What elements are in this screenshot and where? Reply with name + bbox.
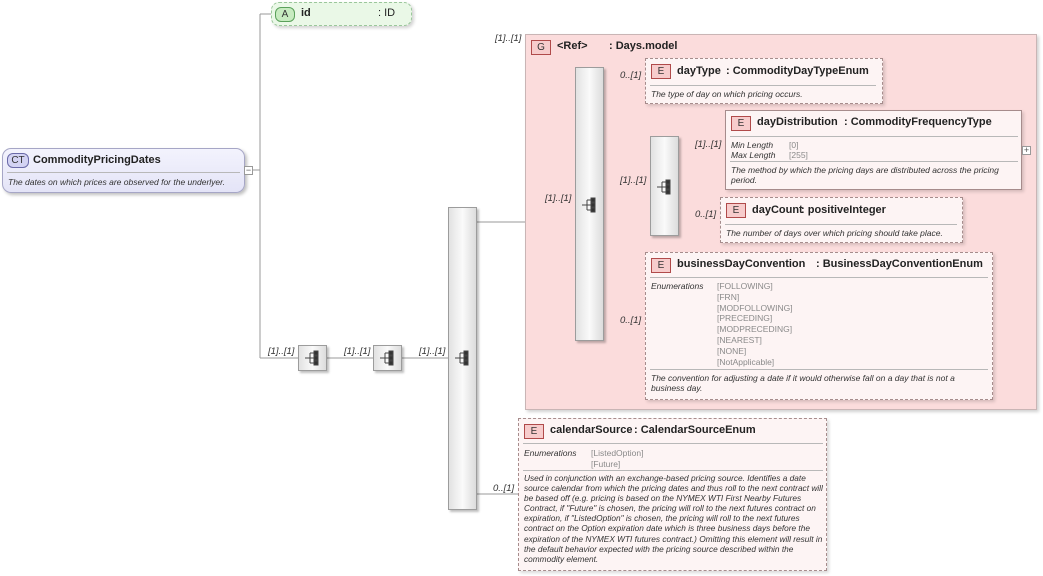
facet-max-length-value: [255] bbox=[789, 150, 808, 160]
complex-type-tag: CT bbox=[7, 153, 29, 168]
sequence-compositor-1[interactable] bbox=[298, 345, 327, 371]
element-business-day-convention[interactable]: E businessDayConvention : BusinessDayCon… bbox=[645, 252, 993, 400]
enum-value: [MODFOLLOWING] bbox=[717, 302, 793, 313]
enum-value: [ListedOption] bbox=[591, 448, 644, 458]
divider bbox=[650, 85, 876, 86]
complex-type-box[interactable]: CT CommodityPricingDates The dates on wh… bbox=[2, 148, 245, 193]
enum-value: [NotApplicable] bbox=[717, 356, 775, 367]
enumeration-list: [FOLLOWING] [FRN] [MODFOLLOWING] [PRECED… bbox=[717, 281, 793, 367]
group-type: : Days.model bbox=[609, 40, 678, 52]
sequence-icon bbox=[380, 350, 394, 366]
facet-max-length-label: Max Length bbox=[731, 150, 776, 160]
enum-value: [NONE] bbox=[717, 345, 747, 356]
cardinality-calendar-source: 0..[1] bbox=[493, 483, 515, 494]
element-tag: E bbox=[731, 116, 751, 131]
element-tag: E bbox=[651, 258, 671, 273]
enumerations-label: Enumerations bbox=[524, 448, 577, 458]
element-tag: E bbox=[651, 64, 671, 79]
divider bbox=[650, 369, 988, 370]
cardinality-inner-seq: [1]..[1] bbox=[545, 193, 572, 204]
element-calendar-source[interactable]: E calendarSource : CalendarSourceEnum En… bbox=[518, 418, 827, 571]
divider bbox=[523, 470, 823, 471]
element-tag: E bbox=[726, 203, 746, 218]
divider bbox=[7, 172, 240, 173]
collapse-icon[interactable]: − bbox=[244, 165, 253, 175]
inner-choice-compositor[interactable] bbox=[650, 136, 679, 236]
attribute-name: id bbox=[301, 7, 311, 19]
attribute-tag: A bbox=[275, 7, 295, 22]
element-type: : BusinessDayConventionEnum bbox=[816, 258, 983, 270]
element-type: : positiveInteger bbox=[801, 204, 886, 216]
divider bbox=[730, 161, 1018, 162]
element-name: dayCount bbox=[752, 204, 803, 216]
element-day-type[interactable]: E dayType : CommodityDayTypeEnum The typ… bbox=[645, 58, 883, 104]
element-type: : CommodityDayTypeEnum bbox=[726, 65, 869, 77]
sequence-icon bbox=[305, 350, 319, 366]
inner-sequence-compositor[interactable] bbox=[575, 67, 604, 341]
attribute-box[interactable]: A id : ID bbox=[271, 2, 412, 26]
group-ref: <Ref> bbox=[557, 40, 588, 52]
element-tag: E bbox=[524, 424, 544, 439]
cardinality-day-count: 0..[1] bbox=[695, 209, 717, 220]
enumerations-label: Enumerations bbox=[651, 281, 704, 291]
cardinality-seq1: [1]..[1] bbox=[268, 346, 295, 357]
element-name: dayType bbox=[677, 65, 721, 77]
element-name: dayDistribution bbox=[757, 116, 838, 128]
element-day-distribution[interactable]: E dayDistribution : CommodityFrequencyTy… bbox=[725, 110, 1022, 190]
enum-value: [NEAREST] bbox=[717, 334, 762, 345]
choice-icon bbox=[455, 350, 469, 366]
enum-value: [MODPRECEDING] bbox=[717, 324, 793, 335]
sequence-icon bbox=[582, 197, 596, 213]
element-doc: The method by which the pricing days are… bbox=[731, 165, 999, 185]
element-doc: The type of day on which pricing occurs. bbox=[651, 89, 803, 99]
complex-type-name: CommodityPricingDates bbox=[33, 154, 161, 166]
enum-value: [FOLLOWING] bbox=[717, 281, 773, 291]
element-type: : CommodityFrequencyType bbox=[844, 116, 992, 128]
complex-type-doc: The dates on which prices are observed f… bbox=[8, 177, 226, 187]
enumeration-list: [ListedOption] [Future] bbox=[591, 448, 643, 470]
sequence-compositor-2[interactable] bbox=[373, 345, 402, 371]
element-doc: The number of days over which pricing sh… bbox=[726, 228, 943, 238]
element-day-count[interactable]: E dayCount : positiveInteger The number … bbox=[720, 197, 963, 243]
facet-min-length-value: [0] bbox=[789, 140, 799, 150]
group-tag: G bbox=[531, 40, 551, 55]
divider bbox=[650, 277, 988, 278]
element-doc: Used in conjunction with an exchange-bas… bbox=[524, 473, 823, 564]
element-type: : CalendarSourceEnum bbox=[634, 424, 756, 436]
cardinality-choice: [1]..[1] bbox=[419, 346, 446, 357]
cardinality-business-day-convention: 0..[1] bbox=[620, 315, 642, 326]
expand-icon[interactable]: + bbox=[1022, 145, 1031, 155]
facet-min-length-label: Min Length bbox=[731, 140, 774, 150]
choice-compositor[interactable] bbox=[448, 207, 477, 510]
divider bbox=[725, 224, 957, 225]
element-name: businessDayConvention bbox=[677, 258, 806, 270]
cardinality-day-distribution: [1]..[1] bbox=[695, 139, 722, 150]
attribute-type: : ID bbox=[378, 7, 396, 19]
enum-value: [FRN] bbox=[717, 291, 740, 302]
cardinality-seq2: [1]..[1] bbox=[344, 346, 371, 357]
enum-value: [Future] bbox=[591, 458, 621, 469]
enum-value: [PRECEDING] bbox=[717, 313, 773, 324]
divider bbox=[523, 443, 823, 444]
divider bbox=[730, 136, 1018, 137]
choice-icon bbox=[657, 179, 671, 195]
element-name: calendarSource bbox=[550, 424, 633, 436]
cardinality-day-inner: [1]..[1] bbox=[620, 175, 647, 186]
cardinality-group: [1]..[1] bbox=[495, 33, 522, 44]
cardinality-day-type: 0..[1] bbox=[620, 70, 642, 81]
element-doc: The convention for adjusting a date if i… bbox=[651, 373, 955, 393]
